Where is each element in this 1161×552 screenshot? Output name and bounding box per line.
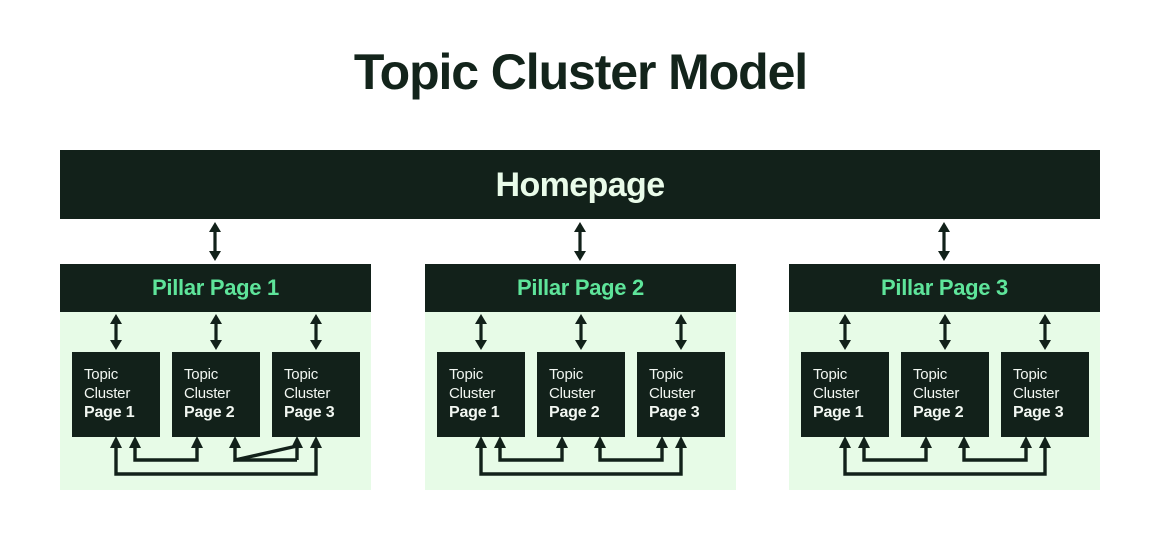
double-arrow-vertical-icon [1039,314,1051,350]
cluster-line-topic: Topic [913,366,948,383]
cluster-line-cluster: Cluster [449,385,496,402]
cluster-line-cluster: Cluster [913,385,960,402]
cluster-line-cluster: Cluster [549,385,596,402]
cluster-line-cluster: Cluster [813,385,860,402]
double-arrow-vertical-icon [839,314,851,350]
pillar-page-3-node[interactable]: Pillar Page 3 [789,264,1100,312]
connector-pillar-3-to-cluster-3 [1032,312,1058,352]
cluster-line-page: Page 2 [549,404,600,421]
connector-pillar-2-to-cluster-1 [468,312,494,352]
cluster-line-topic: Topic [284,366,319,383]
cluster-line-page: Page 2 [913,404,964,421]
cluster-line-topic: Topic [813,366,848,383]
connector-pillar-2-to-cluster-2 [568,312,594,352]
cluster-line-page: Page 1 [813,404,864,421]
cluster-line-topic: Topic [449,366,484,383]
cluster-interlink-arrows-group-2 [475,436,687,476]
connector-pillar-3-to-cluster-2 [932,312,958,352]
double-arrow-vertical-icon [938,222,950,261]
topic-cluster-page-2-node[interactable]: Topic Cluster Page 2 [901,352,989,437]
pillar-page-1-label: Pillar Page 1 [152,275,279,300]
cluster-line-cluster: Cluster [84,385,131,402]
double-arrow-vertical-icon [574,222,586,261]
cluster-interlink-arrows-group-3 [839,436,1051,476]
double-arrow-vertical-icon [575,314,587,350]
connector-pillar-3-to-cluster-1 [832,312,858,352]
cluster-line-cluster: Cluster [284,385,331,402]
cluster-interlink-arrows-group-1 [110,436,322,476]
cluster-group-1: Pillar Page 1 Topic Cluster Page 1 Topic… [60,264,371,490]
cluster-line-topic: Topic [1013,366,1048,383]
cluster-line-page: Page 2 [184,404,235,421]
cluster-line-cluster: Cluster [184,385,231,402]
connector-pillar-1-to-cluster-2 [203,312,229,352]
topic-cluster-page-3-node[interactable]: Topic Cluster Page 3 [1001,352,1089,437]
pillar-page-2-label: Pillar Page 2 [517,275,644,300]
double-arrow-vertical-icon [210,314,222,350]
connector-pillar-2-to-cluster-3 [668,312,694,352]
double-arrow-vertical-icon [939,314,951,350]
connector-homepage-to-pillar-2 [567,219,593,264]
topic-cluster-page-1-node[interactable]: Topic Cluster Page 1 [437,352,525,437]
topic-cluster-page-3-node[interactable]: Topic Cluster Page 3 [272,352,360,437]
topic-cluster-page-2-node[interactable]: Topic Cluster Page 2 [537,352,625,437]
double-arrow-vertical-icon [110,314,122,350]
pillar-page-2-node[interactable]: Pillar Page 2 [425,264,736,312]
page-title: Topic Cluster Model [353,44,808,100]
cluster-line-page: Page 3 [284,404,335,421]
topic-cluster-page-1-node[interactable]: Topic Cluster Page 1 [72,352,160,437]
cluster-line-topic: Topic [549,366,584,383]
cluster-line-cluster: Cluster [1013,385,1060,402]
cluster-line-topic: Topic [184,366,219,383]
pillar-page-1-node[interactable]: Pillar Page 1 [60,264,371,312]
cluster-line-topic: Topic [649,366,684,383]
cluster-line-page: Page 1 [84,404,135,421]
double-arrow-vertical-icon [310,314,322,350]
double-arrow-vertical-icon [209,222,221,261]
cluster-group-2: Pillar Page 2 Topic Cluster Page 1 Topic… [425,264,736,490]
connector-pillar-1-to-cluster-1 [103,312,129,352]
connector-homepage-to-pillar-1 [202,219,228,264]
topic-cluster-page-1-node[interactable]: Topic Cluster Page 1 [801,352,889,437]
connector-homepage-to-pillar-3 [931,219,957,264]
double-arrow-vertical-icon [675,314,687,350]
pillar-page-3-label: Pillar Page 3 [881,275,1008,300]
connector-pillar-1-to-cluster-3 [303,312,329,352]
homepage-label: Homepage [495,165,665,204]
topic-cluster-page-3-node[interactable]: Topic Cluster Page 3 [637,352,725,437]
cluster-line-page: Page 3 [1013,404,1064,421]
cluster-line-topic: Topic [84,366,119,383]
cluster-line-page: Page 3 [649,404,700,421]
topic-cluster-page-2-node[interactable]: Topic Cluster Page 2 [172,352,260,437]
double-arrow-vertical-icon [475,314,487,350]
homepage-node[interactable]: Homepage [60,150,1100,219]
cluster-line-page: Page 1 [449,404,500,421]
cluster-group-3: Pillar Page 3 Topic Cluster Page 1 Topic… [789,264,1100,490]
cluster-line-cluster: Cluster [649,385,696,402]
